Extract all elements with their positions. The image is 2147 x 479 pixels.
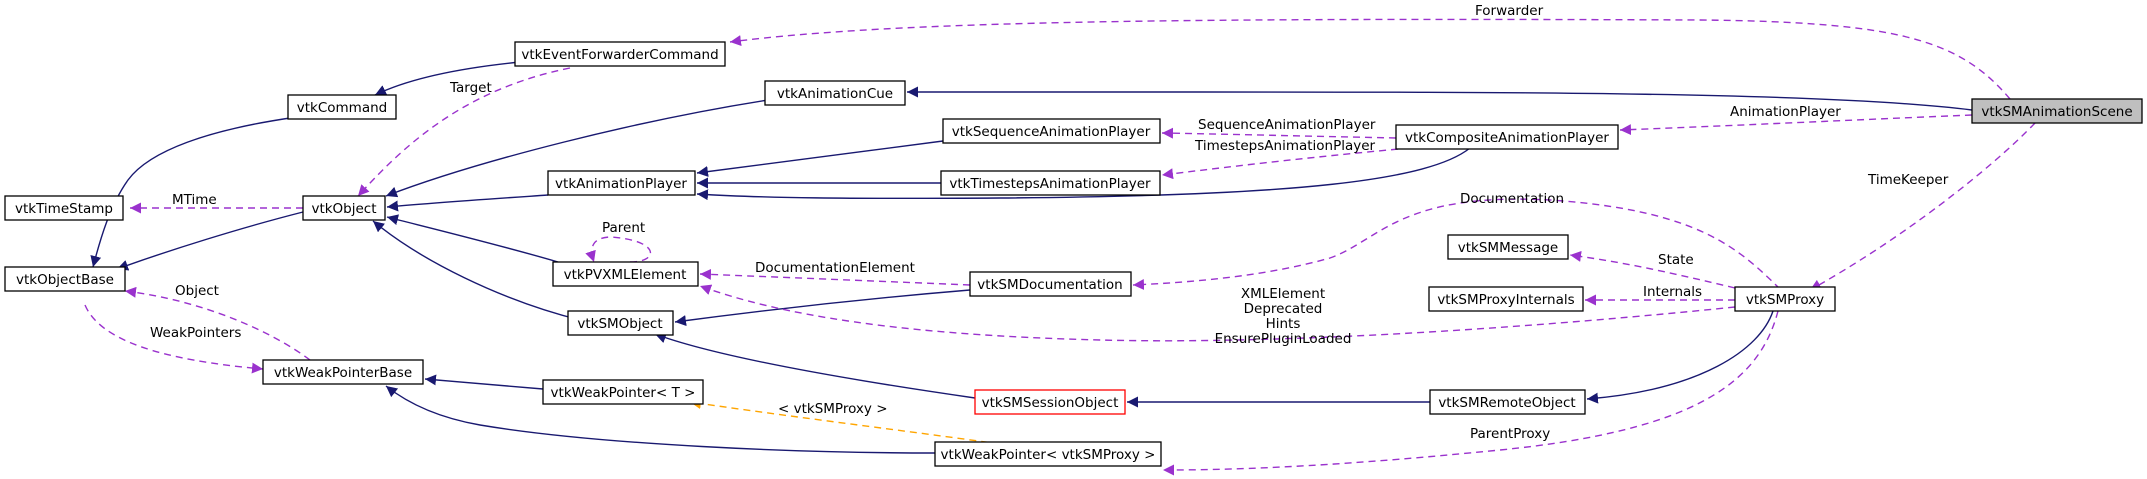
edge-documentation-element (699, 268, 971, 286)
edge-label-forwarder: Forwarder (1475, 3, 1544, 19)
edge-forwarder (729, 18, 2011, 100)
node-vtkpvxmlelement[interactable]: vtkPVXMLElement (552, 261, 699, 287)
edge-label-state: State (1658, 252, 1694, 268)
svg-text:vtkPVXMLElement: vtkPVXMLElement (564, 267, 687, 283)
edge-label-object: Object (175, 283, 219, 299)
node-vtksmanimationscene[interactable]: vtkSMAnimationScene (1971, 98, 2143, 124)
edge-template-instance (689, 398, 1001, 445)
edge-label-parent: Parent (602, 220, 645, 236)
edge-target (357, 67, 571, 197)
svg-text:vtkSMRemoteObject: vtkSMRemoteObject (1438, 395, 1575, 411)
node-vtkweakpointerbase[interactable]: vtkWeakPointerBase (262, 359, 424, 385)
edge-documentation (1132, 198, 1781, 291)
edge-label-parent-proxy: ParentProxy (1470, 426, 1550, 442)
node-vtkobject[interactable]: vtkObject (302, 195, 386, 221)
edge-label-documentation: Documentation (1460, 191, 1564, 207)
node-vtkanimationcue[interactable]: vtkAnimationCue (764, 80, 906, 106)
edge-pvxmlelement-to-object (386, 214, 559, 263)
edge-state (1569, 251, 1736, 289)
svg-text:vtkSMMessage: vtkSMMessage (1458, 240, 1559, 256)
edge-animation-player (1619, 114, 1973, 136)
edge-label-hints: Hints (1266, 316, 1301, 332)
edge-compositeplayer-to-animationplayer (696, 147, 1471, 201)
node-vtksequenceanimationplayer[interactable]: vtkSequenceAnimationPlayer (942, 118, 1161, 144)
node-vtkweakpointer-t[interactable]: vtkWeakPointer< T > (542, 379, 704, 405)
edge-smproxy-to-remoteobject (1586, 310, 1774, 404)
node-vtkcompositeanimationplayer[interactable]: vtkCompositeAnimationPlayer (1395, 124, 1619, 150)
node-vtkweakpointer-vtksmproxy[interactable]: vtkWeakPointer< vtkSMProxy > (934, 441, 1162, 467)
node-vtkobjectbase[interactable]: vtkObjectBase (4, 266, 126, 292)
edge-parent-proxy (1162, 310, 1779, 476)
edge-timekeeper (1809, 122, 2036, 291)
edge-weakpointerproxy-to-weakpointerbase (385, 385, 936, 454)
edge-label-template-arg: < vtkSMProxy > (778, 401, 888, 417)
edge-label-weak-pointers: WeakPointers (150, 325, 241, 341)
edge-command-to-objectbase (90, 117, 291, 268)
edge-timesteps-animation-player (1161, 147, 1411, 180)
svg-text:vtkCommand: vtkCommand (297, 100, 388, 116)
svg-text:vtkSMProxyInternals: vtkSMProxyInternals (1437, 292, 1574, 308)
node-vtktimestamp[interactable]: vtkTimeStamp (4, 195, 124, 221)
edge-label-mtime: MTime (172, 192, 217, 208)
edge-label-deprecated: Deprecated (1244, 301, 1323, 317)
svg-text:vtkSMAnimationScene: vtkSMAnimationScene (1981, 104, 2132, 120)
edge-eventforwarder-to-command (374, 61, 521, 96)
node-vtksmproxy[interactable]: vtkSMProxy (1734, 286, 1836, 312)
edge-object-to-objectbase (116, 211, 304, 271)
edge-xmlelement (699, 284, 1736, 342)
svg-text:vtkAnimationPlayer: vtkAnimationPlayer (555, 176, 687, 192)
edge-label-sequence-animation-player: SequenceAnimationPlayer (1198, 117, 1376, 133)
edge-parent-self (585, 236, 652, 263)
edge-sessionobject-to-smobject (654, 332, 976, 399)
edge-label-animation-player: AnimationPlayer (1730, 104, 1841, 120)
svg-text:vtkEventForwarderCommand: vtkEventForwarderCommand (521, 47, 718, 63)
node-vtksmobject[interactable]: vtkSMObject (567, 310, 674, 336)
node-vtksmproxyinternals[interactable]: vtkSMProxyInternals (1428, 286, 1584, 312)
svg-text:vtkSMProxy: vtkSMProxy (1746, 292, 1824, 308)
node-vtktimestepsanimationplayer[interactable]: vtkTimestepsAnimationPlayer (940, 170, 1161, 196)
svg-text:vtkWeakPointerBase: vtkWeakPointerBase (274, 365, 412, 381)
edge-label-timesteps-animation-player: TimestepsAnimationPlayer (1194, 138, 1376, 154)
svg-text:vtkTimestepsAnimationPlayer: vtkTimestepsAnimationPlayer (949, 176, 1151, 192)
svg-text:vtkSMObject: vtkSMObject (577, 316, 662, 332)
edge-label-timekeeper: TimeKeeper (1867, 172, 1949, 188)
svg-text:vtkTimeStamp: vtkTimeStamp (15, 201, 113, 217)
node-vtksmmessage[interactable]: vtkSMMessage (1447, 234, 1569, 260)
node-vtkeventforwardercommand[interactable]: vtkEventForwarderCommand (514, 41, 726, 67)
node-vtkcommand[interactable]: vtkCommand (287, 94, 397, 120)
edge-label-internals: Internals (1643, 284, 1702, 300)
node-vtksmsessionobject[interactable]: vtkSMSessionObject (974, 389, 1126, 415)
edge-smdocumentation-to-smobject (674, 289, 971, 326)
edge-animationcue-to-object (385, 99, 769, 198)
svg-text:vtkWeakPointer< T >: vtkWeakPointer< T > (551, 385, 696, 401)
edge-animationplayer-to-object (386, 194, 549, 212)
edge-label-documentation-element: DocumentationElement (755, 260, 915, 276)
svg-text:vtkAnimationCue: vtkAnimationCue (777, 86, 893, 102)
edge-animationscene-to-animationcue (907, 86, 1973, 111)
node-vtksmdocumentation[interactable]: vtkSMDocumentation (969, 271, 1132, 297)
svg-text:vtkSMDocumentation: vtkSMDocumentation (977, 277, 1122, 293)
node-vtksmremoteobject[interactable]: vtkSMRemoteObject (1429, 389, 1586, 415)
svg-text:vtkWeakPointer< vtkSMProxy >: vtkWeakPointer< vtkSMProxy > (941, 447, 1156, 463)
edge-label-target: Target (449, 80, 492, 96)
edge-sequenceplayer-to-animationplayer (696, 140, 944, 177)
node-vtkanimationplayer[interactable]: vtkAnimationPlayer (547, 170, 696, 196)
svg-text:vtkSMSessionObject: vtkSMSessionObject (982, 395, 1119, 411)
edge-weakpointers (84, 304, 264, 374)
edge-weakpointert-to-weakpointerbase (424, 374, 544, 390)
edge-object (124, 286, 311, 361)
edge-smobject-to-object (372, 220, 581, 321)
edge-label-xmlelement: XMLElement (1241, 286, 1325, 302)
svg-text:vtkObject: vtkObject (311, 201, 376, 217)
svg-text:vtkCompositeAnimationPlayer: vtkCompositeAnimationPlayer (1405, 130, 1609, 146)
edge-label-ensure-plugin-loaded: EnsurePluginLoaded (1215, 331, 1352, 347)
svg-text:vtkObjectBase: vtkObjectBase (16, 272, 114, 288)
svg-text:vtkSequenceAnimationPlayer: vtkSequenceAnimationPlayer (952, 124, 1151, 140)
